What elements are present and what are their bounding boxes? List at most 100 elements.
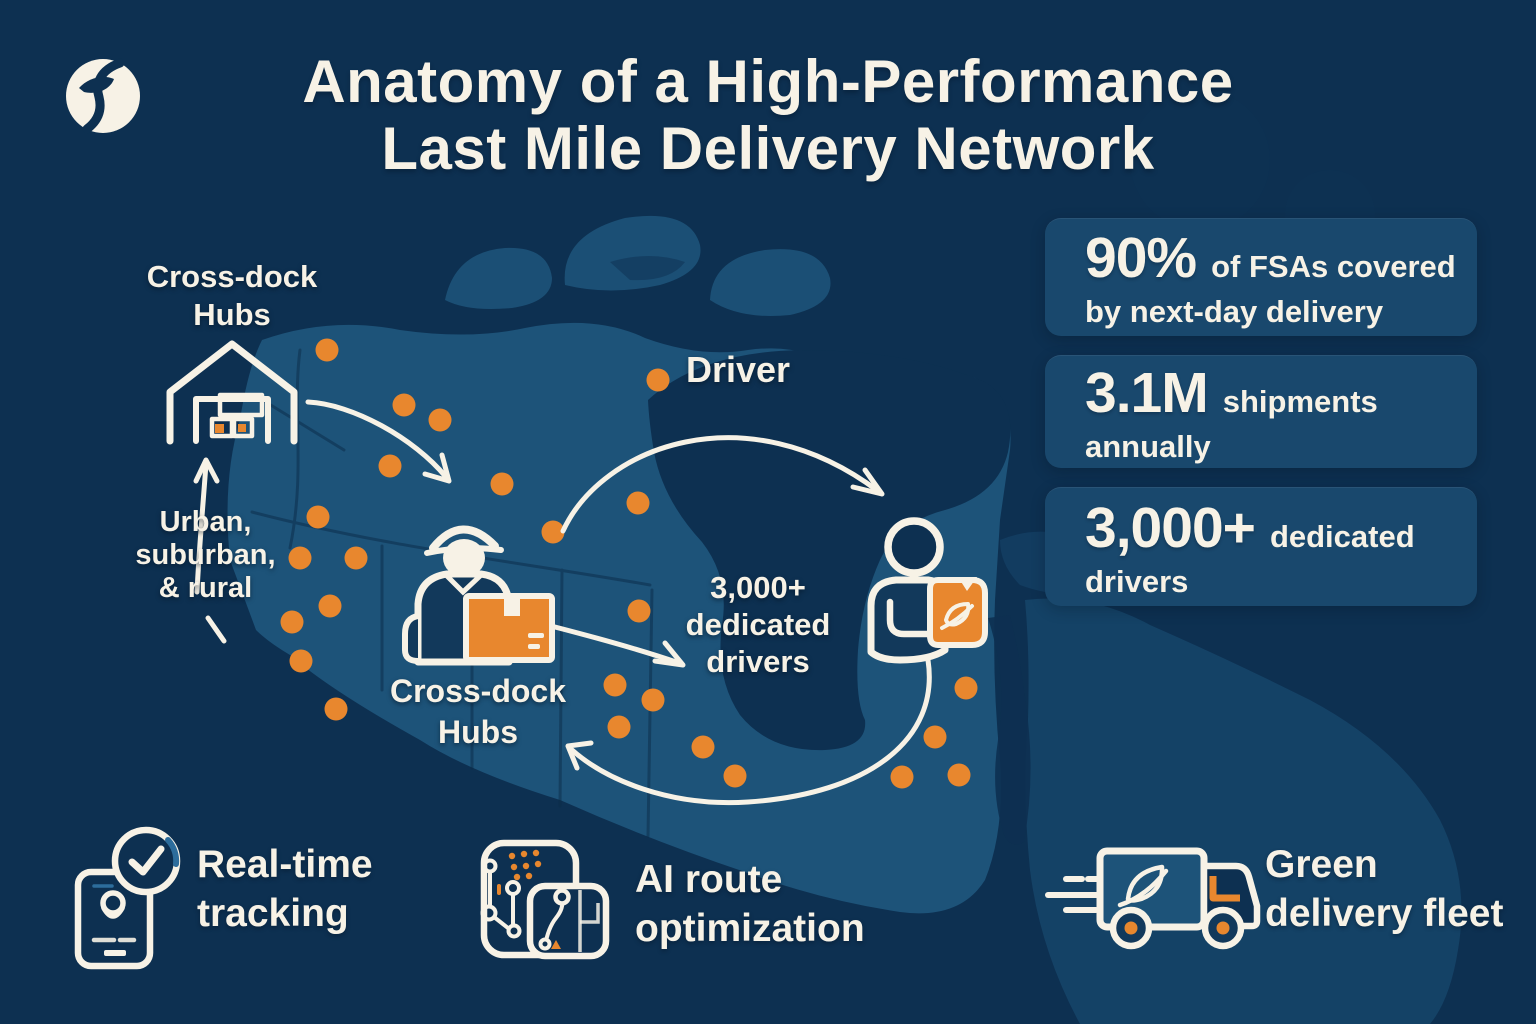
title-line-2: Last Mile Delivery Network: [381, 115, 1155, 182]
logo-leaf: [79, 76, 114, 93]
stat-unit-text: of FSAs covered: [1211, 249, 1456, 284]
truck-leaf-stem: [1117, 868, 1169, 908]
warehouse-box-accent: [215, 424, 224, 433]
package-leaf-stem: [940, 604, 974, 630]
logo-swoosh: [82, 58, 125, 134]
parcel-dot: [378, 454, 402, 478]
label-urban-suburban-rural: Urban, suburban, & rural: [88, 506, 323, 605]
arrowhead: [850, 467, 885, 497]
courier-cap-brim: [424, 545, 504, 556]
label-line: Cross-dock: [146, 259, 318, 294]
package-notch: [958, 577, 977, 591]
parcel-dot: [691, 735, 715, 759]
feature-realtime-tracking-label: Real-time tracking: [197, 840, 373, 938]
parcel-dot: [723, 764, 747, 788]
arrow-coverage-to-hub: [194, 461, 209, 595]
parcel-dot: [641, 688, 665, 712]
check-icon: [128, 845, 165, 876]
feature-line: tracking: [197, 892, 349, 935]
label-line: Driver: [686, 349, 791, 390]
route-marker: [551, 940, 561, 949]
circuit-accent: [497, 884, 501, 895]
parcel-dot: [344, 546, 368, 570]
parcel-notch: [504, 594, 520, 616]
feature-line: Green: [1265, 843, 1378, 886]
label-line: Hubs: [193, 297, 271, 332]
courier-arm: [402, 613, 419, 664]
arrowhead: [652, 640, 686, 668]
truck-window: [1209, 876, 1240, 902]
coverage-tick-line: [205, 615, 227, 644]
stat-line: 90% of FSAs covered: [1085, 225, 1457, 291]
driver-package: [927, 577, 988, 648]
brand-logo-icon: [66, 58, 140, 134]
warehouse-box-accent: [238, 424, 246, 432]
stat-line2: drivers: [1085, 563, 1189, 599]
parcel-label-line: [528, 633, 544, 638]
label-line: Urban,: [159, 506, 252, 538]
flow-arrows: [193, 399, 932, 806]
label-cross-dock-hubs-top: Cross-dock Hubs: [107, 258, 357, 334]
stat-value: 90%: [1085, 226, 1197, 290]
parcel-dot: [315, 338, 339, 362]
title-line-1: Anatomy of a High-Performance: [302, 48, 1234, 115]
label-cross-dock-hubs-center: Cross-dock Hubs: [362, 671, 594, 753]
badge-accent-arc: [165, 837, 180, 867]
pin-icon: [100, 890, 126, 916]
stat-card-drivers: 3,000+ dedicated drivers: [1045, 487, 1477, 606]
stat-line: 3,000+ dedicated: [1085, 495, 1457, 561]
arrow-hub-to-courier: [305, 399, 449, 480]
east-strait: [988, 615, 1031, 845]
parcel-dot: [954, 676, 978, 700]
courier-cap: [429, 525, 499, 552]
driver-arm: [886, 598, 942, 638]
arrowhead: [422, 452, 452, 484]
parcel-dot: [288, 546, 312, 570]
label-line: & rural: [158, 572, 253, 604]
stat-card-fsa-coverage: 90% of FSAs covered by next-day delivery: [1045, 218, 1477, 336]
label-line: dedicated: [685, 607, 831, 642]
courier-collar: [444, 573, 483, 596]
parcel-dot: [280, 610, 304, 634]
parcel-dot: [428, 408, 452, 432]
route-node: [553, 888, 571, 906]
feature-line: Real-time: [197, 843, 373, 886]
map-dots: [280, 338, 978, 789]
parcel-label-line: [528, 644, 540, 649]
ai-route-icon: [480, 839, 610, 960]
parcel-dot: [627, 599, 651, 623]
arctic-island: [445, 247, 552, 309]
stat-line: 3.1M shipments: [1085, 360, 1457, 426]
parcel-dot: [646, 368, 670, 392]
parcel-dot: [607, 715, 631, 739]
parcel-dot: [318, 594, 342, 618]
parcel-dot: [392, 393, 416, 417]
parcel-dot: [289, 649, 313, 673]
courier-icon: [402, 525, 555, 666]
parcel-dot: [541, 520, 565, 544]
feature-line: optimization: [635, 907, 865, 950]
stat-value: 3,000+: [1085, 495, 1256, 560]
hudson-bay: [648, 350, 1011, 751]
label-line: drivers: [706, 644, 810, 679]
arrow-driver-to-hub: [569, 657, 932, 806]
province-border-line: [288, 348, 302, 550]
bg-texture-blob: [1130, 90, 1270, 230]
arrow-to-drivers-label: [548, 623, 682, 666]
warehouse-box: [217, 392, 265, 418]
parcel-dot: [626, 491, 650, 515]
parcel-dot: [947, 763, 971, 787]
arrowhead: [193, 457, 220, 484]
arrowhead: [565, 740, 594, 771]
realtime-tracking-icon: [74, 826, 181, 970]
label-line: Cross-dock: [389, 673, 567, 709]
truck-wheel-hub: [1124, 921, 1138, 935]
stat-line2: annually: [1085, 428, 1211, 464]
stat-unit-text: shipments: [1222, 383, 1378, 419]
parcel-dot: [306, 505, 330, 529]
feature-green-fleet-label: Green delivery fleet: [1265, 840, 1503, 938]
stat-value: 3.1M: [1085, 360, 1209, 425]
province-border-line: [558, 568, 564, 808]
courier-face: [443, 539, 485, 577]
